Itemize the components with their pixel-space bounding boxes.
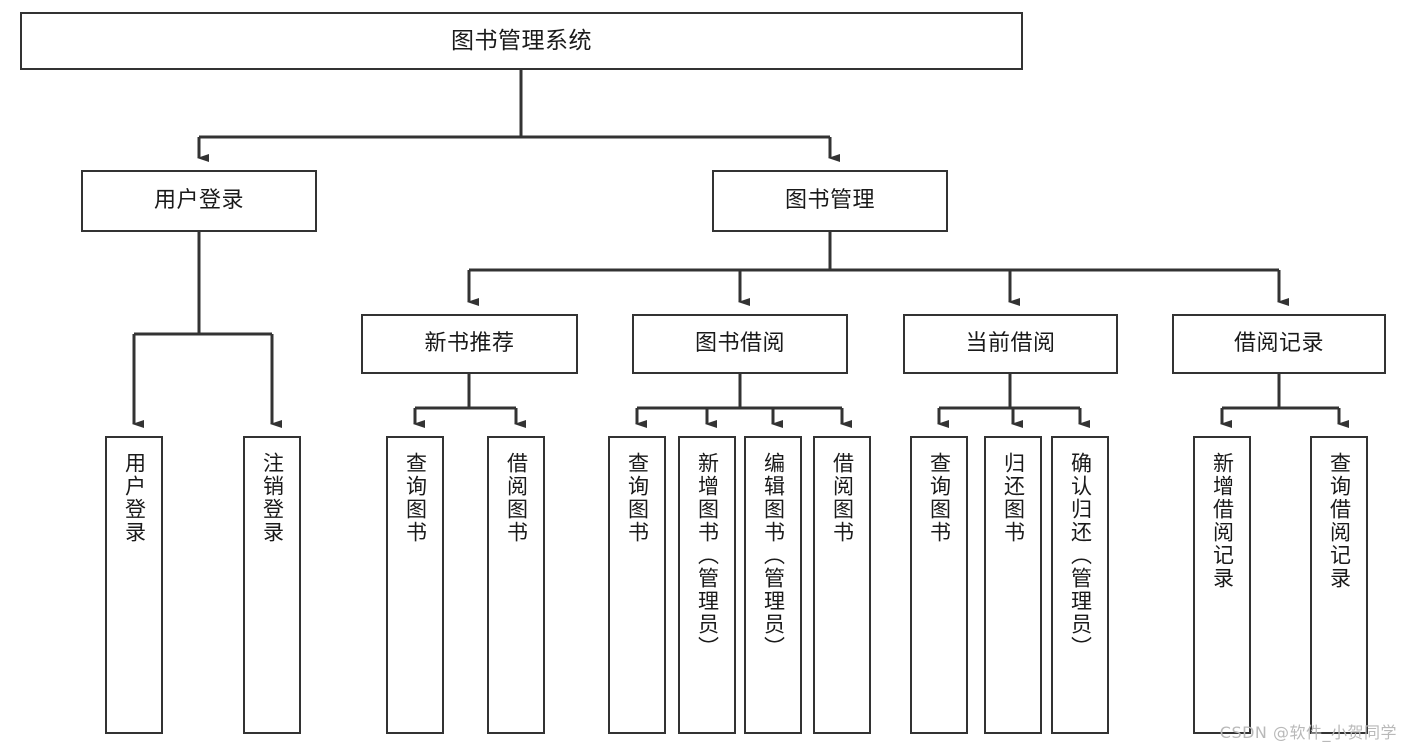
node-current-borrow[interactable]: 当前借阅 <box>903 314 1118 374</box>
node-book-borrow-label: 图书借阅 <box>694 331 785 357</box>
node-leaf-logout-label: 注销登录 <box>260 452 285 544</box>
node-leaf-query-book-1-label: 查询图书 <box>403 452 428 544</box>
node-leaf-borrow-book-2[interactable]: 借阅图书 <box>813 436 871 734</box>
node-leaf-add-book-admin[interactable]: 新增图书（管理员） <box>678 436 736 734</box>
node-book-borrow[interactable]: 图书借阅 <box>632 314 848 374</box>
node-leaf-query-borrow-record-label: 查询借阅记录 <box>1327 452 1352 590</box>
node-leaf-borrow-book-2-label: 借阅图书 <box>830 452 855 544</box>
node-new-book-recommend[interactable]: 新书推荐 <box>361 314 578 374</box>
node-leaf-query-book-2[interactable]: 查询图书 <box>608 436 666 734</box>
node-leaf-query-book-3-label: 查询图书 <box>927 452 952 544</box>
node-root[interactable]: 图书管理系统 <box>20 12 1023 70</box>
node-leaf-edit-book-admin[interactable]: 编辑图书（管理员） <box>744 436 802 734</box>
node-user-login[interactable]: 用户登录 <box>81 170 317 232</box>
node-leaf-return-book-label: 归还图书 <box>1001 452 1026 544</box>
node-leaf-borrow-book-1[interactable]: 借阅图书 <box>487 436 545 734</box>
node-leaf-query-borrow-record[interactable]: 查询借阅记录 <box>1310 436 1368 734</box>
node-current-borrow-label: 当前借阅 <box>965 331 1056 357</box>
node-leaf-add-book-admin-label: 新增图书（管理员） <box>695 452 720 659</box>
node-new-book-recommend-label: 新书推荐 <box>424 331 515 357</box>
node-leaf-query-book-1[interactable]: 查询图书 <box>386 436 444 734</box>
node-leaf-query-book-2-label: 查询图书 <box>625 452 650 544</box>
node-leaf-add-borrow-record-label: 新增借阅记录 <box>1210 452 1235 590</box>
node-leaf-add-borrow-record[interactable]: 新增借阅记录 <box>1193 436 1251 734</box>
node-leaf-confirm-return-admin[interactable]: 确认归还（管理员） <box>1051 436 1109 734</box>
node-leaf-logout[interactable]: 注销登录 <box>243 436 301 734</box>
node-leaf-confirm-return-admin-label: 确认归还（管理员） <box>1068 452 1093 659</box>
node-leaf-user-login-label: 用户登录 <box>122 452 147 544</box>
node-book-manage-label: 图书管理 <box>784 188 875 214</box>
node-leaf-query-book-3[interactable]: 查询图书 <box>910 436 968 734</box>
node-root-label: 图书管理系统 <box>451 27 592 54</box>
node-borrow-record-label: 借阅记录 <box>1233 331 1324 357</box>
node-user-login-label: 用户登录 <box>153 188 244 214</box>
node-borrow-record[interactable]: 借阅记录 <box>1172 314 1386 374</box>
csdn-watermark: CSDN @软件_小贺同学 <box>1219 723 1397 742</box>
node-book-manage[interactable]: 图书管理 <box>712 170 948 232</box>
node-leaf-edit-book-admin-label: 编辑图书（管理员） <box>761 452 786 659</box>
node-leaf-borrow-book-1-label: 借阅图书 <box>504 452 529 544</box>
node-leaf-user-login[interactable]: 用户登录 <box>105 436 163 734</box>
node-leaf-return-book[interactable]: 归还图书 <box>984 436 1042 734</box>
